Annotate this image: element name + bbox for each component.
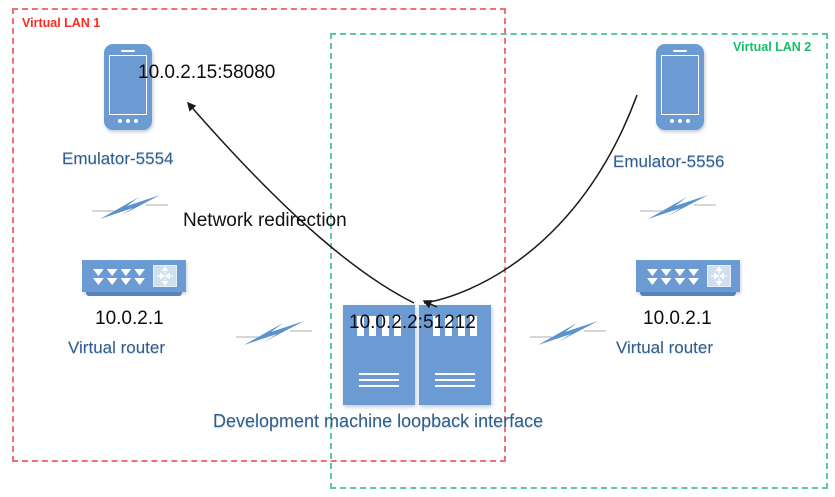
virtual-router-right-name: Virtual router — [616, 338, 714, 357]
router-direction-arrows-icon — [153, 265, 177, 287]
server-panel-right — [419, 305, 491, 405]
server-panel-left — [343, 305, 415, 405]
virtual-lan-1-label: Virtual LAN 1 — [22, 16, 101, 30]
emulator-5556-name: Emulator-5556 — [613, 152, 725, 171]
emulator-5554-address: 10.0.2.15:58080 — [138, 62, 276, 83]
virtual-router-left-address: 10.0.2.1 — [95, 308, 164, 329]
router-direction-arrows-icon — [707, 265, 731, 287]
development-machine-caption: Development machine loopback interface — [213, 411, 544, 431]
virtual-router-left-name: Virtual router — [68, 338, 166, 357]
development-machine-server-icon — [343, 305, 491, 405]
emulator-5554-name: Emulator-5554 — [62, 149, 174, 168]
emulator-5554-phone-icon — [104, 44, 152, 130]
development-machine-address: 10.0.2.2:51212 — [349, 312, 476, 333]
network-redirection-label: Network redirection — [183, 210, 347, 231]
server-vents — [359, 373, 399, 391]
emulator-5556-phone-icon — [656, 44, 704, 130]
router-base — [640, 292, 736, 296]
virtual-router-right-address: 10.0.2.1 — [643, 308, 712, 329]
lightning-bolt-icon-left-upper — [92, 192, 168, 222]
virtual-router-right-icon — [636, 260, 740, 300]
phone-speaker — [673, 50, 687, 52]
lightning-bolt-icon-left-lower — [236, 318, 312, 348]
virtual-router-left-icon — [82, 260, 186, 300]
server-vents — [435, 373, 475, 391]
phone-screen — [661, 55, 699, 115]
phone-home-dots — [118, 119, 138, 123]
server-slots — [433, 316, 477, 336]
router-base — [86, 292, 182, 296]
lightning-bolt-icon-right-lower — [530, 318, 606, 348]
phone-speaker — [121, 50, 135, 52]
virtual-lan-2-label: Virtual LAN 2 — [733, 40, 812, 54]
phone-screen — [109, 55, 147, 115]
router-ports — [93, 269, 145, 285]
router-ports — [647, 269, 699, 285]
lightning-bolt-icon-right-upper — [640, 192, 716, 222]
phone-home-dots — [670, 119, 690, 123]
server-slots — [357, 316, 401, 336]
